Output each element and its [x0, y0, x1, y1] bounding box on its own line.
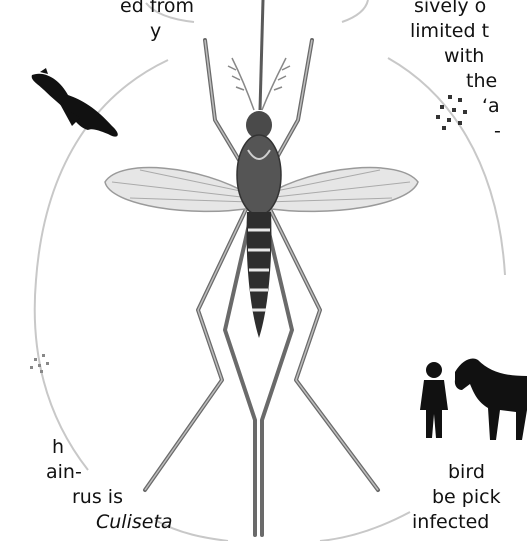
text-line: rus is — [72, 485, 173, 510]
bird-icon — [32, 68, 118, 137]
text-line: sively o — [414, 0, 501, 19]
text-line: with — [444, 44, 501, 69]
text-line: be pick — [432, 485, 501, 510]
text-fragment-right-top: sively o limited t with the ‘a - — [414, 0, 501, 144]
text-fragment-right-bottom: bird be pick infected — [440, 460, 501, 535]
text-line: ed from — [120, 0, 194, 19]
text-fragment-left-bottom: h ain- rus is Culiseta — [0, 435, 173, 535]
text-fragment-left-top: ed from y — [120, 0, 194, 44]
text-line: limited t — [410, 19, 501, 44]
human-icon — [420, 362, 448, 438]
text-line: the — [466, 69, 501, 94]
text-line: ain- — [46, 460, 173, 485]
horse-icon — [455, 359, 527, 441]
text-line: - — [494, 119, 501, 144]
text-line: Culiseta — [96, 510, 173, 535]
text-line: bird — [448, 460, 501, 485]
text-line: y — [150, 19, 194, 44]
text-line: infected — [412, 510, 501, 535]
text-line: h — [52, 435, 173, 460]
text-line: ‘a — [482, 94, 501, 119]
